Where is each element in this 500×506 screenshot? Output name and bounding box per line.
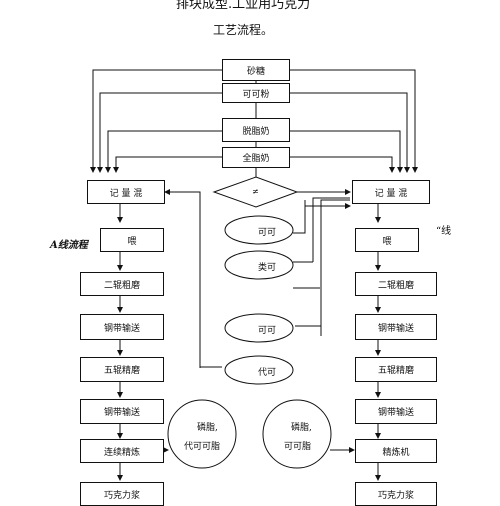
ellipse-cocoa-butter: [224, 215, 294, 245]
ingredient-whole-milk: 全脂奶: [222, 147, 290, 168]
label-line-b: “线: [436, 226, 452, 237]
line-a-step-two-roll-coarse: 二辊粗磨: [80, 272, 164, 296]
label-lecithin-right-1: 磷脂,: [291, 423, 312, 433]
label-cocoa-butter-like: 类可: [258, 263, 277, 273]
line-b-step-metering-mixing: 记 量 混: [352, 180, 430, 204]
page-title: 排块成型.工业用巧克力: [176, 0, 311, 12]
line-b-step-five-roll-fine: 五辊精磨: [355, 357, 437, 382]
line-b-step-feeding: 喂: [355, 228, 419, 252]
line-a-step-metering-mixing: 记 量 混: [87, 180, 165, 204]
diamond-gate: [212, 176, 299, 208]
line-a-step-five-roll-fine: 五辊精磨: [80, 357, 164, 382]
ingredient-cocoa-powder: 可可粉: [222, 83, 290, 103]
label-cocoa-butter-substitute: 代可: [258, 368, 277, 378]
circle-lecithin-right: [262, 399, 332, 469]
ellipse-cocoa-butter-substitute: [224, 355, 294, 385]
line-a-step-feeding: 喂: [100, 228, 164, 252]
line-a-step-steel-belt-1: 钢带输送: [80, 314, 164, 340]
line-b-step-steel-belt-1: 钢带输送: [355, 314, 437, 340]
label-lecithin-right-2: 可可脂: [284, 442, 312, 452]
ellipse-cocoa-butter-2: [224, 313, 294, 343]
label-lecithin-left-2: 代可可脂: [184, 442, 221, 452]
line-b-step-steel-belt-2: 钢带输送: [355, 399, 437, 424]
label-lecithin-left-1: 磷脂,: [197, 423, 218, 433]
label-cocoa-butter-2: 可可: [258, 326, 277, 336]
line-a-step-continuous-conching: 连续精炼: [80, 439, 164, 463]
ellipse-cocoa-butter-like: [224, 250, 294, 280]
label-cocoa-butter: 可可: [258, 228, 277, 238]
ingredient-skim-milk: 脱脂奶: [222, 118, 290, 142]
ingredient-sugar: 砂糖: [222, 59, 290, 81]
page-subtitle: 工艺流程。: [213, 23, 274, 37]
line-b-step-conche: 精炼机: [355, 439, 437, 463]
label-line-a: A线流程: [50, 240, 88, 251]
line-a-step-chocolate-mass: 巧克力浆: [80, 482, 164, 506]
line-a-step-steel-belt-2: 钢带输送: [80, 399, 164, 424]
line-b-step-chocolate-mass: 巧克力浆: [355, 482, 437, 506]
circle-lecithin-left: [167, 399, 237, 469]
diamond-mark: ≠: [252, 187, 259, 196]
line-b-step-two-roll-coarse: 二辊粗磨: [355, 272, 437, 296]
